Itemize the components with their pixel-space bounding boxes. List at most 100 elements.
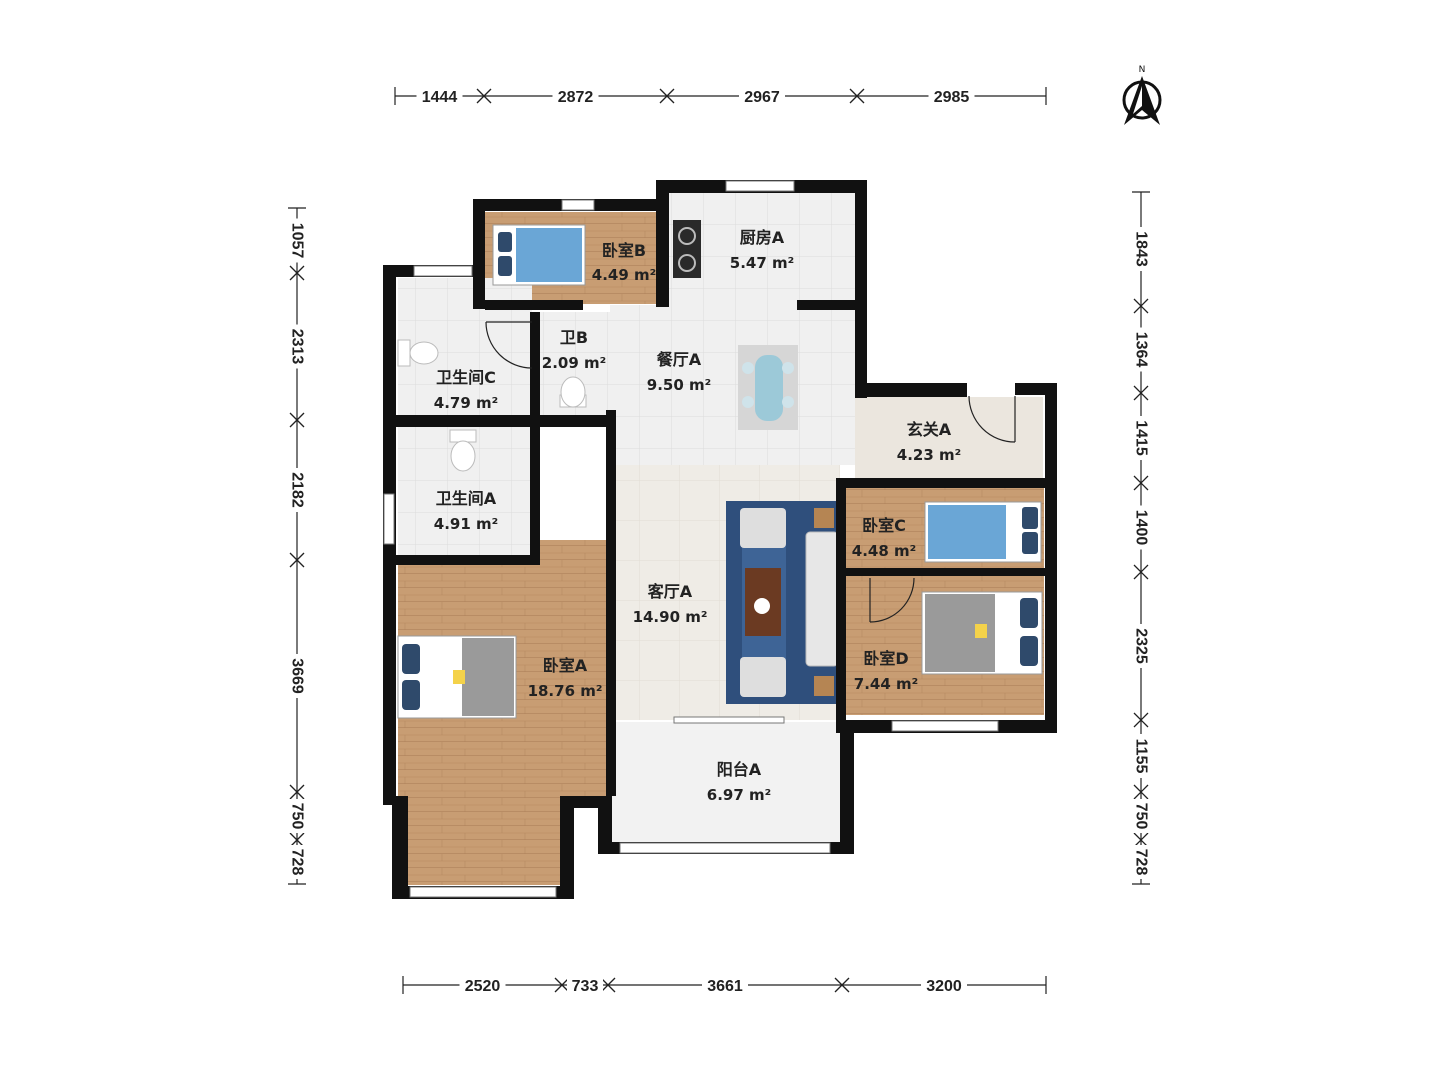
dimension-tick [849,88,865,104]
dimension-tick [600,977,616,993]
room-name-bedroom-c: 卧室C [862,516,906,535]
dimension-tick [554,977,570,993]
dimension-tick [289,784,305,800]
dimension-top: 1444 2872 2967 2985 [394,87,1047,106]
dimension-tick [659,88,675,104]
dimension-label-bg [567,976,603,994]
dimension-tick [1133,298,1149,314]
dimension-label: 3661 [707,978,743,995]
room-name-bath-c: 卫生间C [436,368,496,387]
room-name-wc-b: 卫B [560,328,588,347]
north-arrow-icon: N [1122,65,1162,125]
dimension-tick [1133,385,1149,401]
bed-icon [397,635,517,719]
bed-icon [921,591,1043,675]
dimension-label: 1843 [1133,231,1150,267]
dimension-label: 750 [1133,803,1150,830]
dining-table-icon [738,345,798,430]
door-swing [869,577,915,623]
room-name-dining-a: 餐厅A [656,350,702,369]
window [891,720,999,732]
toilet-icon [559,376,587,408]
dimension-label-bg [288,845,306,879]
room-name-bath-a: 卫生间A [436,489,497,508]
dimension-label: 1444 [422,89,458,106]
room-area-bedroom-d: 7.44 m² [854,675,918,693]
room-area-dining-a: 9.50 m² [647,376,711,394]
dimension-label-bg [702,976,748,994]
window [619,842,831,854]
dimension-label-bg [288,324,306,369]
room-labels: 卧室B 4.49 m² 厨房A 5.47 m² 卫B 2.09 m² 餐厅A 9… [434,228,961,804]
toilet-icon [449,429,477,472]
dimension-label-bg [416,87,463,105]
dimension-tick [1133,832,1149,848]
dimension-label-bg [1132,734,1150,778]
compass-label: N [1139,65,1146,75]
room-area-bath-a: 4.91 m² [434,515,498,533]
dimension-tick [1133,712,1149,728]
dimension-label-bg [1132,799,1150,833]
room-name-bedroom-b: 卧室B [602,241,646,260]
room-area-bedroom-a: 18.76 m² [528,682,603,700]
doors [485,321,1016,623]
sofa-set-icon [726,501,839,704]
dimension-label: 1155 [1133,739,1150,774]
dimension-tick [1133,475,1149,491]
windows [383,180,999,898]
dimension-label-bg [1132,505,1150,550]
dimension-label-bg [739,87,785,105]
floor-balcony-a [612,722,840,842]
bed-icon [924,501,1042,563]
dimension-label-bg [1132,845,1150,879]
dimension-label: 728 [1133,849,1150,876]
room-area-wc-b: 2.09 m² [542,354,606,372]
dimension-label: 1400 [1133,510,1150,546]
dimension-label: 1057 [289,223,306,259]
dimension-tick [289,552,305,568]
furniture [397,220,1043,719]
dimension-label: 2985 [934,89,970,106]
dimension-label-bg [288,468,306,512]
room-name-kitchen-a: 厨房A [740,228,785,247]
dimension-label: 1364 [1133,332,1150,368]
dimension-label: 1415 [1133,420,1150,456]
room-area-kitchen-a: 5.47 m² [730,254,794,272]
room-name-entry-a: 玄关A [907,420,952,439]
dimension-label: 2872 [558,89,594,106]
door-swing [968,395,1016,443]
dimension-label-bg [552,87,599,105]
dimension-label-bg [921,976,967,994]
dimension-tick [834,977,850,993]
dimension-label: 733 [572,978,599,995]
dimension-label: 2313 [289,329,306,365]
floor-entry-a [855,397,1043,484]
window [383,493,395,545]
dimension-label: 2967 [744,89,780,106]
door-swing [485,321,533,369]
dimension-label-bg [288,218,306,263]
window [673,716,785,724]
dimension-label: 3669 [289,658,306,694]
room-area-balcony-a: 6.97 m² [707,786,771,804]
dimension-label-bg [928,87,975,105]
dimension-label: 2182 [289,472,306,508]
dimension-label-bg [288,654,306,698]
window [413,265,473,277]
dimension-label-bg [288,799,306,833]
dimension-label-bg [1132,327,1150,372]
dimension-label: 3200 [926,978,962,995]
window [409,886,557,898]
room-area-bedroom-c: 4.48 m² [852,542,916,560]
floor-dining-a [610,305,855,465]
room-area-bedroom-b: 4.49 m² [592,266,656,284]
window [561,199,595,211]
room-area-bath-c: 4.79 m² [434,394,498,412]
window [725,180,795,192]
dimension-tick [289,832,305,848]
dimension-label: 728 [289,849,306,876]
room-area-living-a: 14.90 m² [633,608,708,626]
